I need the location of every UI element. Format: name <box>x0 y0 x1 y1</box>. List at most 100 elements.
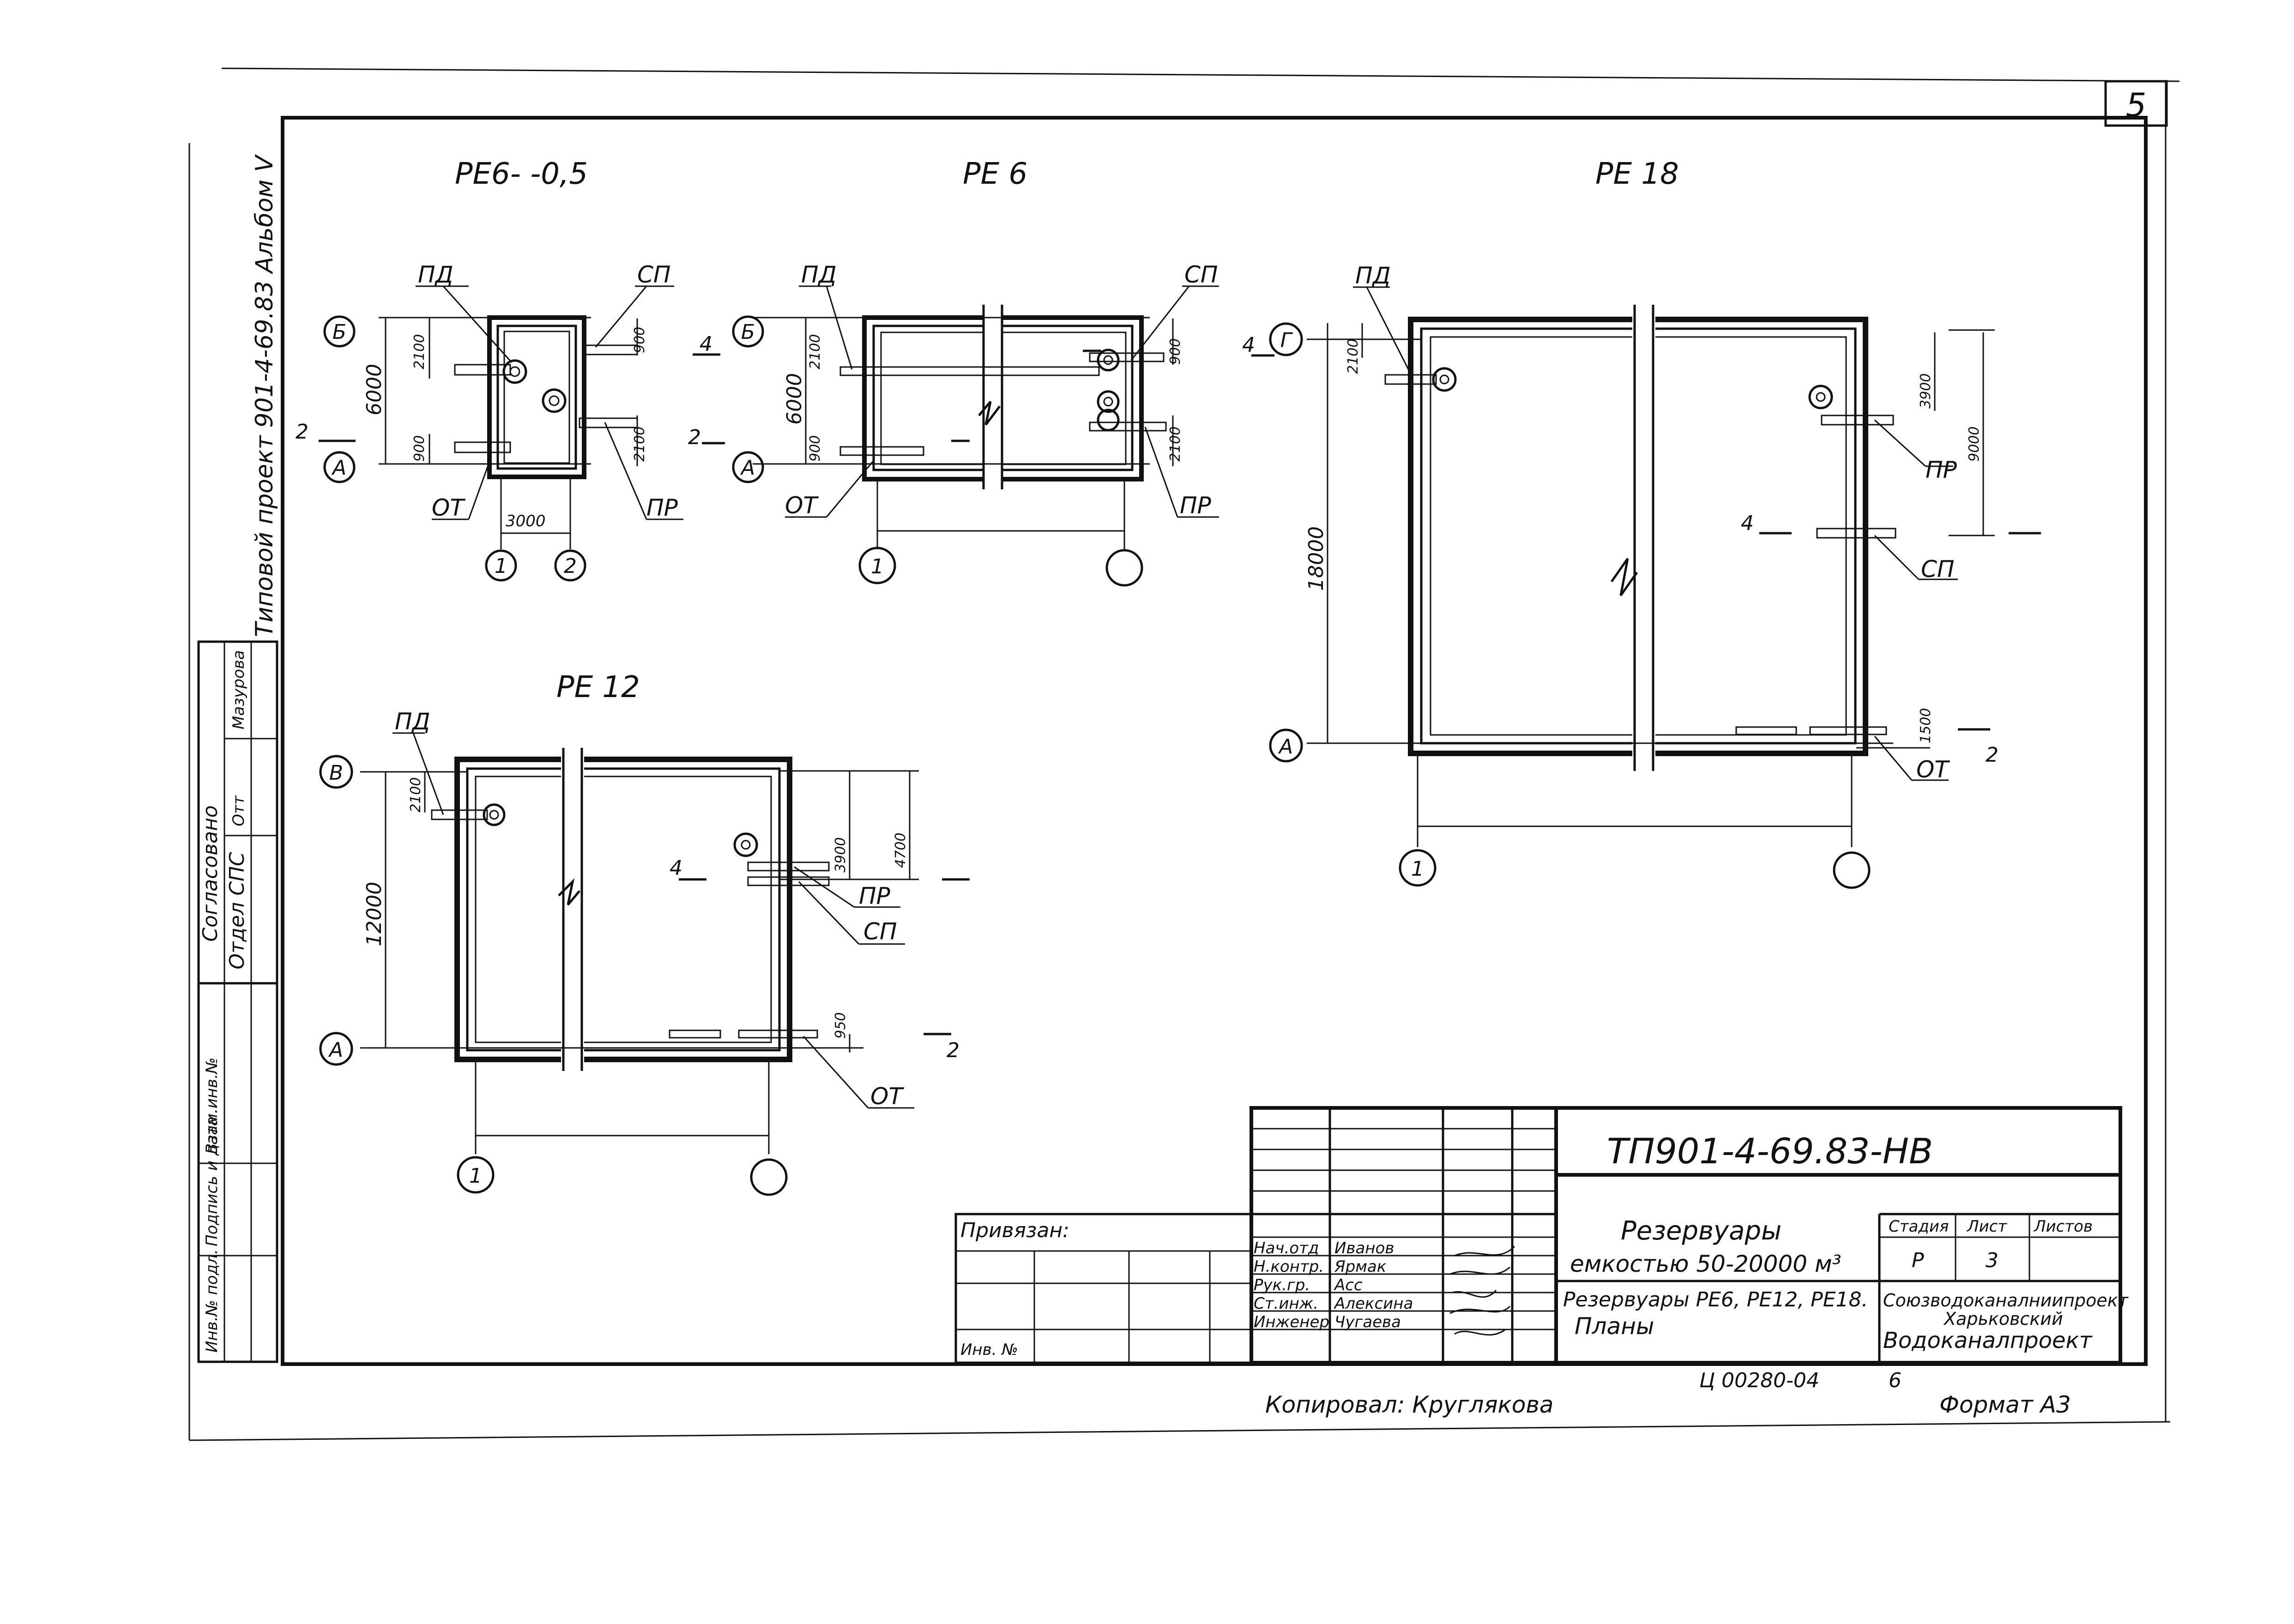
pe6-axis-1: 1 <box>871 555 884 578</box>
view-title: PE6- -0,5 <box>455 157 588 191</box>
pe6-05-label-sp: СП <box>637 261 671 288</box>
pe6-05-section-marks <box>319 353 720 442</box>
stamp-row-2: Подпись и дата <box>203 1116 221 1246</box>
org-line-1: Союзводоканалниипроект <box>1883 1290 2129 1311</box>
pe6-dim-b: 2100 <box>1167 427 1183 462</box>
pe18-axis-a: А <box>1278 735 1293 758</box>
pe18-dim-h: 18000 <box>1304 526 1328 591</box>
pe6-axis-a: А <box>740 456 755 480</box>
view-title: PE 18 <box>1595 157 1679 191</box>
sheets-header: Листов <box>2033 1217 2093 1236</box>
sheet-name-2: Планы <box>1575 1313 1654 1340</box>
stage-value: Р <box>1912 1249 1924 1272</box>
pe6-label-pd: ПД <box>801 261 837 288</box>
pe6-axis-markers <box>732 315 1143 587</box>
title-block <box>954 1106 2122 1365</box>
pe6-05-label-ot: ОТ <box>432 494 465 521</box>
pe12-label-ot: ОТ <box>870 1083 904 1110</box>
pe6-dim-c: 900 <box>1167 338 1183 365</box>
pe12-dim-d: 950 <box>833 1012 849 1039</box>
pe6-dim-d: 900 <box>807 435 823 462</box>
stamp-name: Мазурова <box>229 650 248 729</box>
pe6-05-axis-markers <box>323 315 586 582</box>
pe6-05-section-2: 2 <box>296 420 308 444</box>
stamp-row-3: Инв.№ подл. <box>203 1249 221 1353</box>
sheet-value: 3 <box>1986 1249 1998 1272</box>
pe18-label-pd: ПД <box>1355 262 1391 289</box>
pe6-05-label-pr: ПР <box>646 494 678 521</box>
pe18-label-sp: СП <box>1921 556 1955 583</box>
name-3: Асс <box>1334 1276 1363 1294</box>
pe18-axis-markers <box>1269 322 1871 889</box>
pe12-dim-h: 12000 <box>362 882 386 946</box>
doc-code: ТП901-4-69.83-НВ <box>1607 1131 1933 1172</box>
view-title: PE 6 <box>963 157 1027 191</box>
object-line-2: емкостью 50-20000 м³ <box>1570 1251 1841 1277</box>
bound-label: Привязан: <box>960 1219 1069 1242</box>
sheet-frame <box>188 67 2180 1441</box>
view-pe6: PE 6 <box>753 157 1219 549</box>
side-stamp <box>197 640 278 1363</box>
stamp-sign: Отт <box>229 795 248 826</box>
pe6-section-4: 4 <box>1242 333 1255 357</box>
view-pe18: PE 18 <box>1307 157 1995 847</box>
pe6-label-ot: ОТ <box>785 492 819 519</box>
stamp-row-1: Взам.инв.№ <box>203 1058 221 1154</box>
pe12-axis-markers <box>319 755 788 1196</box>
pe6-05-dim-b: 2100 <box>632 427 648 462</box>
pe6-05-section-4: 4 <box>700 332 712 356</box>
role-5: Инженер <box>1254 1313 1329 1331</box>
order-code: Ц 00280-04 <box>1699 1369 1819 1392</box>
object-line-1: Резервуары <box>1621 1216 1781 1246</box>
pe12-axis-1: 1 <box>469 1164 482 1188</box>
stage-header: Стадия <box>1889 1217 1949 1236</box>
pe18-axis-1: 1 <box>1411 857 1424 881</box>
role-3: Рук.гр. <box>1254 1276 1310 1294</box>
pe6-05-dim-a: 2100 <box>411 334 428 369</box>
pe12-label-pr: ПР <box>859 883 891 909</box>
pe6-05-axis-2: 2 <box>564 554 577 578</box>
pe12-section-2: 2 <box>947 1039 960 1062</box>
pe12-dim-a: 2100 <box>408 777 424 812</box>
pe18-section-2: 2 <box>1986 743 1998 767</box>
pe6-05-axis-1: 1 <box>495 554 507 578</box>
org-line-3: Водоканалпроект <box>1883 1328 2093 1353</box>
pe6-section-marks <box>702 349 1274 445</box>
pe6-dim-h: 6000 <box>783 373 806 425</box>
role-1: Нач.отд <box>1254 1239 1319 1257</box>
view-title: PE 12 <box>556 670 640 704</box>
margin-project-text: Типовой проект 901-4-69.83 Альбом V <box>251 154 278 637</box>
pe18-section-marks <box>1734 532 2041 745</box>
pe6-05-label-pd: ПД <box>418 261 453 288</box>
pe12-section-4: 4 <box>670 856 682 880</box>
pe6-05-dim-d: 900 <box>411 435 428 462</box>
inv-label: Инв. № <box>960 1341 1018 1359</box>
sheet-header: Лист <box>1966 1217 2007 1236</box>
sheet-format: Формат А3 <box>1939 1391 2071 1418</box>
stamp-dept: Отдел СПС <box>225 852 249 969</box>
pe12-axis-v: В <box>329 761 343 785</box>
pe18-axis-g: Г <box>1280 329 1293 352</box>
pe18-label-pr: ПР <box>1926 457 1957 483</box>
pe6-axis-b: Б <box>741 320 755 344</box>
pe6-dim-a: 2100 <box>807 334 823 369</box>
name-1: Иванов <box>1334 1239 1394 1257</box>
pe6-section-2: 2 <box>688 426 701 449</box>
name-4: Алексина <box>1334 1294 1413 1313</box>
pe6-05-axis-a: А <box>331 456 346 480</box>
pe6-label-sp: СП <box>1184 261 1218 288</box>
pe12-label-sp: СП <box>863 918 897 945</box>
role-2: Н.контр. <box>1254 1257 1324 1276</box>
pe18-label-ot: ОТ <box>1916 756 1950 783</box>
view-pe6-05: PE6- -0,5 <box>379 157 683 549</box>
pe6-05-dim-w: 3000 <box>506 512 546 530</box>
pe6-05-dim-h: 6000 <box>362 364 386 415</box>
pe12-axis-a: А <box>328 1038 343 1062</box>
role-4: Ст.инж. <box>1254 1294 1318 1313</box>
name-5: Чугаева <box>1334 1313 1401 1331</box>
view-pe12: PE 12 <box>360 670 919 1154</box>
pe12-dim-b: 3900 <box>833 837 849 872</box>
pe18-dim-c: 9000 <box>1966 427 1982 462</box>
pe6-05-axis-b: Б <box>332 320 346 344</box>
